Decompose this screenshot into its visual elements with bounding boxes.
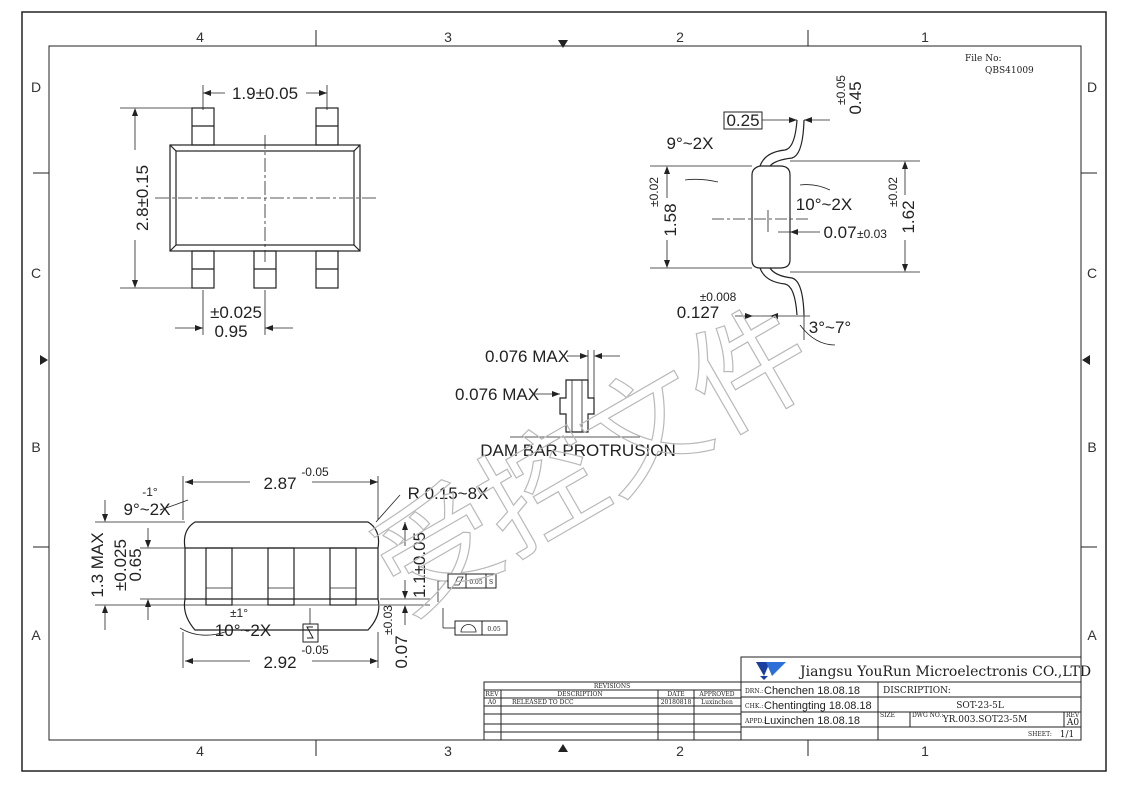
disc-label: DISCRIPTION:	[883, 686, 951, 696]
grid-col-bottom-4: 4	[196, 743, 204, 759]
front-body-height-2: 1.1±0.05	[410, 532, 429, 598]
revisions-row-date: 20180818	[661, 699, 692, 706]
flatness-ref: S	[489, 579, 493, 586]
revisions-header-date: DATE	[667, 691, 684, 698]
dwg-no-value: YR.003.SOT23-5M	[942, 715, 1028, 725]
front-thickness-tol: ±0.03	[381, 605, 395, 635]
grid-row-right-c: C	[1087, 265, 1097, 281]
grid-col-bottom-2: 2	[676, 743, 684, 759]
grid-dividers	[33, 30, 1097, 756]
drn-label: DRN.:	[745, 688, 763, 695]
grid-col-top-4: 4	[196, 29, 204, 45]
side-plating: 0.07	[823, 223, 856, 242]
revisions-row-approved: Luxinchen	[701, 699, 733, 706]
revisions-title: REVISIONS	[594, 683, 630, 690]
side-total-height: 1.62	[899, 200, 918, 233]
grid-col-bottom-3: 3	[444, 743, 452, 759]
front-body-height: 0.65	[126, 548, 145, 581]
top-tol-dim: ±0.025	[210, 303, 262, 322]
outer-frame	[21, 11, 1107, 772]
watermark: 受控文件	[352, 281, 837, 641]
grid-row-left-d: D	[31, 79, 41, 95]
grid-col-top-1: 1	[921, 29, 929, 45]
top-height-dim: 2.8±0.15	[133, 165, 152, 231]
front-angle-2-tol: ±1°	[230, 606, 248, 620]
grid-col-top-2: 2	[676, 29, 684, 45]
side-tol-right: ±0.02	[886, 177, 900, 207]
center-arrows	[40, 40, 1090, 752]
revisions-header-approved: APPROVED	[698, 691, 734, 698]
side-tol-left: ±0.02	[647, 177, 661, 207]
grid-row-left-b: B	[31, 439, 40, 455]
top-pitch-dim: 1.9±0.05	[232, 84, 298, 103]
front-width-dim: 2.87	[263, 474, 296, 493]
front-radius-label: R 0.15~8X	[408, 484, 489, 503]
side-body-height: 1.58	[661, 203, 680, 236]
chk-value: Chentingting 18.08.18	[764, 700, 872, 712]
grid-row-right-a: A	[1087, 627, 1097, 643]
side-lead-thk: 0.45	[846, 81, 865, 114]
rev-label: REV	[1066, 712, 1080, 719]
size-label: SIZE	[880, 712, 895, 719]
top-view-arrows	[132, 90, 327, 331]
revisions-header-rev: REV	[485, 691, 499, 698]
sheet-value: 1/1	[1060, 730, 1074, 740]
file-no-label: File No:	[965, 54, 1002, 64]
profile-value: 0.05	[487, 626, 501, 633]
grid-row-left-a: A	[31, 627, 41, 643]
front-thickness: 0.07	[392, 635, 411, 668]
appd-label: APPD.:	[744, 718, 766, 725]
grid-col-bottom-1: 1	[921, 743, 929, 759]
drn-value: Chenchen 18.08.18	[764, 685, 860, 697]
side-lead-tol: ±0.05	[834, 75, 848, 105]
front-bottom-tol: -0.05	[301, 643, 329, 657]
sheet-label: SHEET:	[1028, 731, 1052, 738]
dam-bar-arrows	[552, 353, 602, 397]
side-foot-angle: 3°~7°	[809, 318, 851, 337]
inner-frame	[48, 45, 1082, 741]
rev-value: A0	[1066, 718, 1079, 728]
title-block-lines	[483, 656, 1082, 741]
file-no-value: QBS41009	[985, 66, 1034, 76]
front-width-tol: -0.05	[301, 465, 329, 479]
side-small-tol: ±0.008	[700, 290, 737, 304]
dwg-no-label: DWG NO.:	[912, 712, 943, 719]
front-max-height: 1.3 MAX	[88, 532, 107, 597]
company-logo-icon	[756, 662, 786, 680]
dam-bar-max-2: 0.076 MAX	[455, 385, 539, 404]
side-angle-2: 10°~2X	[796, 195, 852, 214]
grid-row-right-d: D	[1087, 79, 1097, 95]
revisions-header-description: DESCRIPTION	[557, 691, 602, 698]
company-name: Jiangsu YouRun Microelectronis CO.,LTD	[798, 664, 1091, 680]
grid-row-right-b: B	[1087, 439, 1096, 455]
side-box-dim: 0.25	[726, 111, 759, 130]
grid-row-left-c: C	[31, 265, 41, 281]
side-plating-tol: ±0.03	[857, 227, 887, 241]
chk-label: CHK.:	[745, 703, 763, 710]
front-tol-a: ±0.025	[111, 539, 130, 591]
dam-bar-max-1: 0.076 MAX	[485, 347, 569, 366]
revisions-row-rev: A0	[487, 699, 496, 706]
front-angle-2: 10°~2X	[215, 621, 271, 640]
top-view	[120, 85, 378, 335]
appd-value: Luxinchen 18.08.18	[764, 715, 860, 727]
flatness-value: 0.05	[469, 579, 483, 586]
grid-col-top-3: 3	[444, 29, 452, 45]
front-angle-tol: -1°	[142, 485, 158, 499]
side-small-dim: 0.127	[677, 303, 720, 322]
front-bottom-width: 2.92	[263, 653, 296, 672]
side-angle-1: 9°~2X	[667, 134, 714, 153]
disc-value: SOT-23-5L	[956, 701, 1004, 711]
front-view-arrows	[102, 479, 408, 664]
top-lead-pitch-dim: 0.95	[214, 322, 247, 341]
revisions-row-description: RELEASED TO DCC	[512, 699, 574, 706]
dam-bar-caption: DAM BAR PROTRUSION	[480, 441, 676, 460]
front-angle-1: 9°~2X	[124, 500, 171, 519]
side-view-arrows	[664, 117, 908, 319]
